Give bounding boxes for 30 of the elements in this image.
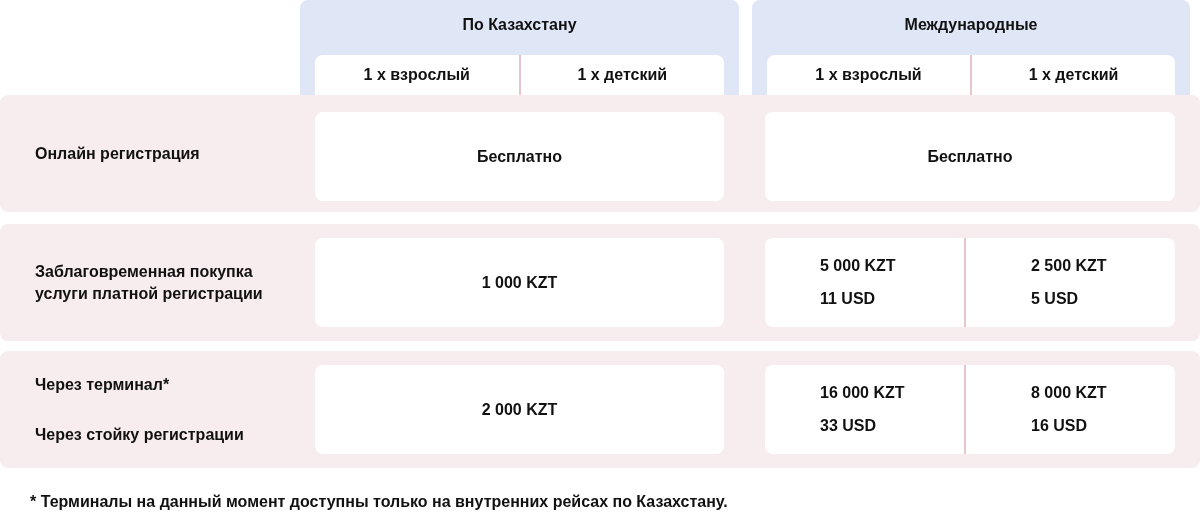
price-value: 5 000 KZT bbox=[820, 257, 896, 274]
price-value: 16 000 KZT bbox=[820, 384, 905, 401]
price-value: 16 USD bbox=[1031, 417, 1088, 434]
price-value: 5 USD bbox=[1031, 290, 1079, 307]
price-value: Бесплатно bbox=[927, 147, 1013, 165]
price-value: Бесплатно bbox=[476, 147, 563, 165]
row-label: Онлайн регистрация bbox=[35, 144, 200, 162]
price-value: 2 500 KZT bbox=[1031, 257, 1107, 274]
subheader-label: 1 х взрослый bbox=[815, 65, 922, 85]
row-band bbox=[0, 95, 1200, 212]
row-label: Заблаговременная покупка услуги платной регистрации bbox=[35, 262, 263, 302]
price-cell bbox=[765, 365, 1175, 454]
price-value: 11 USD bbox=[820, 290, 876, 307]
price-value: 2 000 KZT bbox=[481, 400, 558, 418]
footnote: * Терминалы на данный момент доступны только на внутренних рейсах по Казахстану. bbox=[30, 493, 728, 510]
row-band bbox=[0, 224, 1200, 341]
row-band bbox=[0, 351, 1200, 468]
subheader-label: 1 х детский bbox=[1028, 66, 1119, 83]
column-heading: По Казахстану bbox=[462, 15, 577, 35]
price-cell bbox=[765, 238, 1175, 327]
price-value: 33 USD bbox=[820, 417, 877, 434]
column-header-panel bbox=[300, 0, 739, 95]
column-header-panel bbox=[752, 0, 1190, 95]
price-value: 1 000 KZT bbox=[481, 273, 558, 291]
subheader-label: 1 х взрослый bbox=[363, 65, 470, 85]
column-heading: Международные bbox=[904, 15, 1038, 35]
row-label: Через стойку регистрации bbox=[35, 425, 244, 443]
price-value: 8 000 KZT bbox=[1031, 384, 1107, 401]
row-label: Через терминал* bbox=[35, 375, 170, 393]
subheader-label: 1 х детский bbox=[577, 66, 668, 83]
